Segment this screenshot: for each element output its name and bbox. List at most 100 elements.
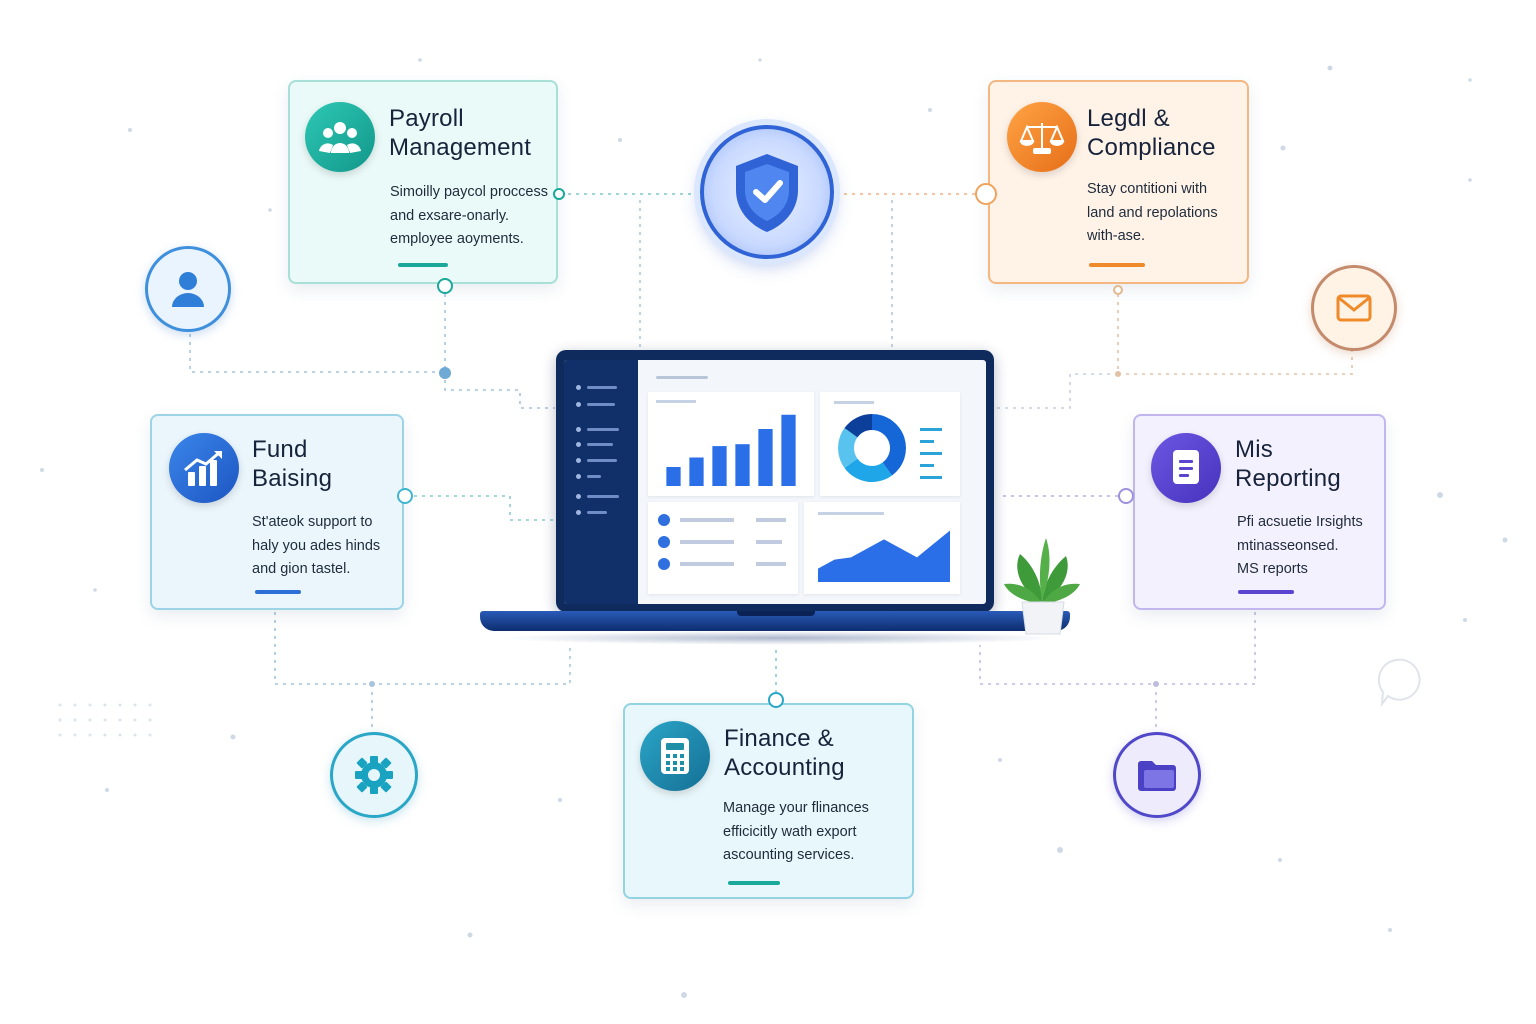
finance-title-line1: Finance & — [724, 725, 834, 752]
fund-desc-line2: haly you ades hinds — [252, 537, 381, 554]
donut-chart-slice — [844, 414, 872, 438]
dashboard-sidebar-item — [576, 474, 601, 479]
legal-desc-line3: with-ase. — [1087, 228, 1146, 244]
dashboard-header-line — [656, 376, 708, 379]
report-document-icon — [1151, 433, 1221, 503]
list-row — [658, 536, 788, 548]
connector-payroll-user — [189, 286, 446, 373]
dashboard-sidebar-item — [576, 427, 619, 432]
bar-chart-bar — [735, 444, 750, 486]
finance-connector-node — [768, 692, 784, 708]
payroll-title-line2: Management — [389, 134, 532, 161]
donut-chart-panel — [820, 392, 960, 496]
justice-scales-icon — [1007, 102, 1077, 172]
fund-desc-line1: St'ateok support to — [252, 514, 373, 530]
finance-desc-line2: efficicitly wath export — [723, 823, 857, 840]
legal-bottom-node — [1113, 285, 1123, 295]
connector-mis-bottom — [979, 612, 1256, 685]
dashboard-sidebar-item — [576, 442, 613, 447]
gear-orb[interactable] — [330, 732, 418, 818]
donut-legend-line — [920, 476, 942, 479]
mis-title-line2: Reporting — [1235, 465, 1341, 492]
list-row — [658, 558, 788, 570]
area-chart-fill — [818, 530, 950, 582]
area-chart — [818, 530, 950, 582]
fund-title-line2: Baising — [252, 465, 333, 492]
donut-legend-line — [920, 464, 934, 467]
bar-chart — [666, 414, 796, 486]
donut-legend-line — [920, 452, 942, 455]
bar-chart-header-line — [656, 400, 696, 403]
mail-icon — [1336, 294, 1372, 322]
user-icon — [172, 272, 204, 307]
bar-chart-panel — [648, 392, 814, 496]
connector-legal-laptop — [995, 373, 1118, 409]
payroll-desc-line2: and exsare-onarly. — [390, 207, 510, 224]
connector-fund-bottom — [274, 612, 571, 685]
background-particles — [40, 58, 1508, 998]
mis-title-line1: Mis — [1235, 436, 1273, 463]
list-row — [658, 514, 788, 526]
mis-desc-line3: MS reports — [1237, 561, 1308, 577]
laptop-base — [480, 611, 1070, 631]
fund-card[interactable]: Fund Baising St'ateok support to haly yo… — [150, 414, 404, 610]
list-panel — [648, 502, 798, 594]
dashboard-sidebar-item — [576, 494, 619, 499]
legal-title-line2: Compliance — [1087, 134, 1216, 161]
gear-icon — [355, 756, 393, 794]
bar-chart-bar — [758, 429, 773, 486]
finance-desc-line3: ascounting services. — [723, 847, 855, 863]
bar-chart-bar — [689, 457, 704, 486]
laptop-screen-frame — [556, 350, 994, 612]
finance-card[interactable]: Finance & Accounting Manage your flinanc… — [623, 703, 914, 899]
donut-chart-header-line — [834, 401, 874, 404]
payroll-connector-node — [553, 188, 565, 200]
junction-dots — [369, 367, 1159, 687]
legal-title-line1: Legdl & — [1087, 105, 1170, 132]
payroll-card[interactable]: Payroll Management Simoilly paycol procc… — [288, 80, 558, 284]
legal-desc-line1: Stay contitioni with — [1087, 181, 1208, 197]
background-dot-grid — [58, 703, 152, 737]
dashboard-sidebar-item — [576, 458, 617, 463]
bar-chart-bar — [712, 446, 727, 486]
legal-connector-node — [975, 183, 997, 205]
donut-chart — [838, 414, 942, 482]
laptop-shadow — [500, 631, 1060, 645]
mis-card[interactable]: Mis Reporting Pfi acsuetie Irsights mtin… — [1133, 414, 1386, 610]
folder-orb[interactable] — [1113, 732, 1201, 818]
payroll-title-line1: Payroll — [389, 105, 464, 132]
user-orb[interactable] — [145, 246, 231, 332]
dashboard-sidebar — [564, 360, 638, 604]
laptop-screen — [564, 360, 986, 604]
donut-legend-line — [920, 440, 934, 443]
dashboard-main — [638, 360, 986, 604]
legal-accent-bar — [1089, 263, 1145, 267]
donut-chart-slice — [838, 428, 858, 468]
mail-orb[interactable] — [1311, 265, 1397, 351]
fund-accent-bar — [255, 590, 301, 594]
legal-card[interactable]: Legdl & Compliance Stay contitioni with … — [988, 80, 1249, 284]
payroll-desc-line1: Simoilly paycol proccess — [390, 184, 548, 200]
plant-decoration — [1004, 538, 1080, 635]
chat-bubble-icon — [1377, 658, 1421, 708]
people-group-icon — [305, 102, 375, 172]
payroll-accent-bar — [398, 263, 448, 267]
fund-connector-node — [397, 488, 413, 504]
dashboard-sidebar-item — [576, 402, 615, 407]
mis-desc-line1: Pfi acsuetie Irsights — [1237, 514, 1363, 530]
area-chart-header-line — [818, 512, 884, 515]
donut-legend-line — [920, 428, 942, 431]
shield-check-icon — [736, 154, 798, 232]
finance-accent-bar — [728, 881, 780, 885]
legal-desc-line2: land and repolations — [1087, 204, 1218, 221]
growth-chart-icon — [169, 433, 239, 503]
calculator-icon — [640, 721, 710, 791]
finance-desc-line1: Manage your flinances — [723, 800, 869, 816]
security-orb[interactable] — [700, 125, 834, 259]
fund-desc-line3: and gion tastel. — [252, 561, 351, 577]
payroll-desc-line3: employee aoyments. — [390, 231, 524, 247]
mis-desc-line2: mtinasseonsed. — [1237, 537, 1339, 554]
bar-chart-bar — [781, 414, 796, 486]
